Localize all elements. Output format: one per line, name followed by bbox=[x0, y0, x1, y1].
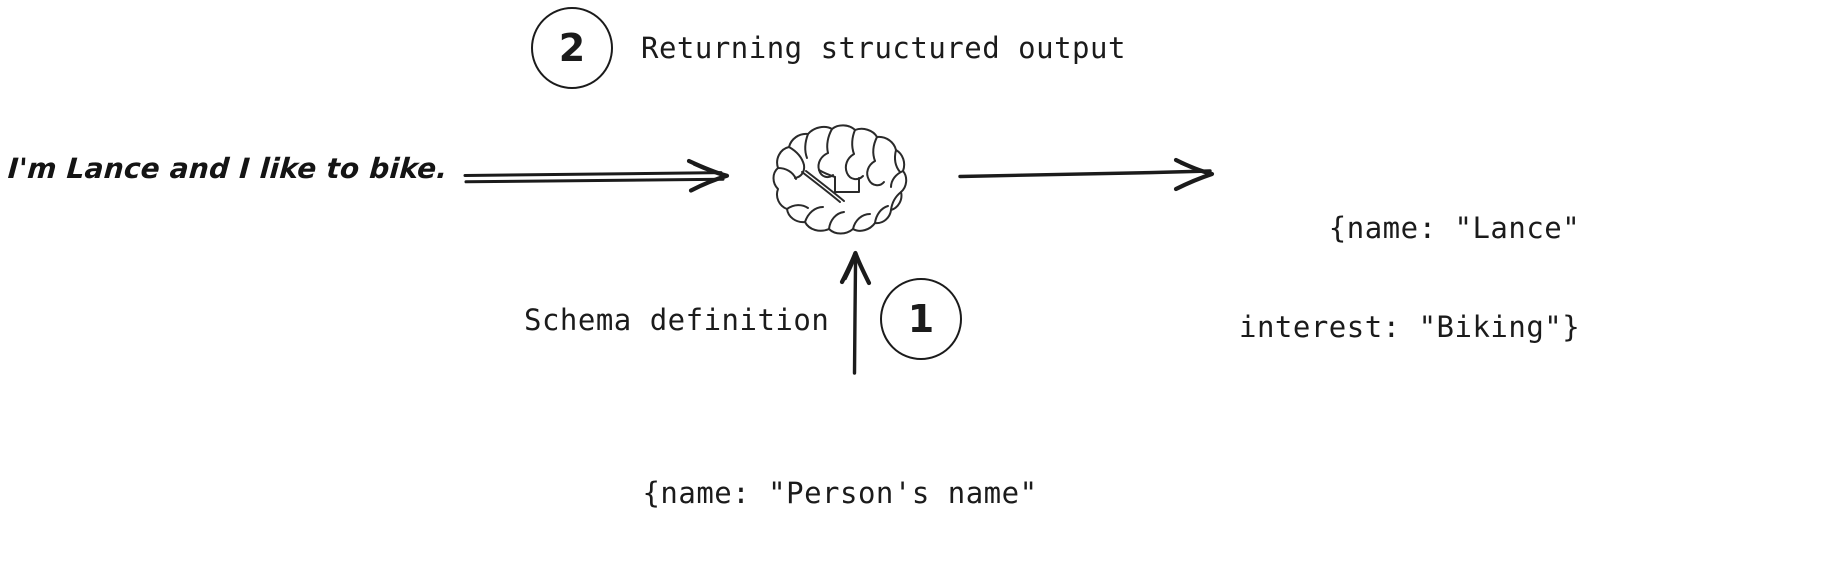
step-badge-2-number: 2 bbox=[558, 26, 586, 70]
step-badge-1-number: 1 bbox=[907, 297, 935, 341]
input-arrow bbox=[463, 155, 738, 200]
structured-output-line-2: interest: "Biking"} bbox=[1239, 310, 1581, 344]
schema-definition-line-1: {name: "Person's name" bbox=[642, 476, 1038, 510]
step-badge-1: 1 bbox=[880, 278, 962, 360]
input-utterance-text: I'm Lance and I like to bike. bbox=[6, 152, 449, 185]
schema-arrow-icon bbox=[839, 250, 872, 375]
input-arrow-icon bbox=[463, 158, 730, 193]
output-arrow bbox=[958, 150, 1223, 195]
step-badge-2: 2 bbox=[531, 7, 613, 89]
schema-arrow bbox=[828, 250, 888, 375]
brain-icon bbox=[762, 120, 912, 249]
structured-output-block: {name: "Lance" interest: "Biking"} bbox=[1239, 146, 1580, 410]
brain-illustration bbox=[772, 124, 908, 235]
step-2-caption: Returning structured output bbox=[641, 31, 1126, 65]
structured-output-line-1: {name: "Lance" bbox=[1328, 211, 1581, 245]
step-1-caption: Schema definition bbox=[524, 303, 830, 337]
schema-definition-block: {name: "Person's name" interest: "Person… bbox=[600, 408, 1080, 566]
output-arrow-icon bbox=[958, 157, 1215, 192]
